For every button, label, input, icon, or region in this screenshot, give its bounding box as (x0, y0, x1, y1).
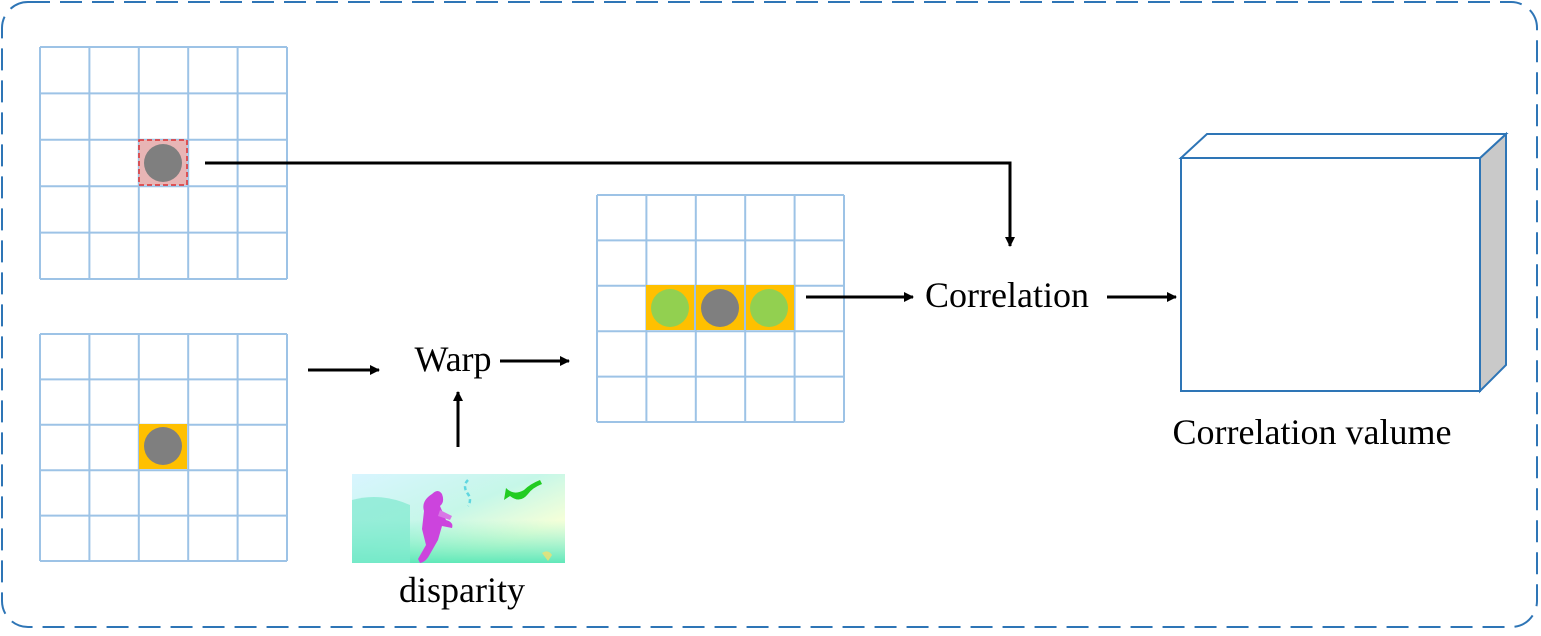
candidate-dot-right (750, 289, 788, 327)
candidate-dot-center (701, 289, 739, 327)
correlation-volume-label: Correlation valume (1173, 412, 1452, 452)
disparity-label: disparity (399, 570, 525, 610)
reference-to-correlation-arrow (205, 161, 1015, 247)
right-pixel-dot (144, 427, 182, 465)
disparity-map-image (352, 474, 565, 563)
correlation-volume-box (1178, 131, 1509, 394)
reference-pixel-dot (144, 144, 182, 182)
correlation-label: Correlation (925, 275, 1089, 315)
warp-label: Warp (414, 339, 491, 379)
candidate-dot-left (651, 289, 689, 327)
